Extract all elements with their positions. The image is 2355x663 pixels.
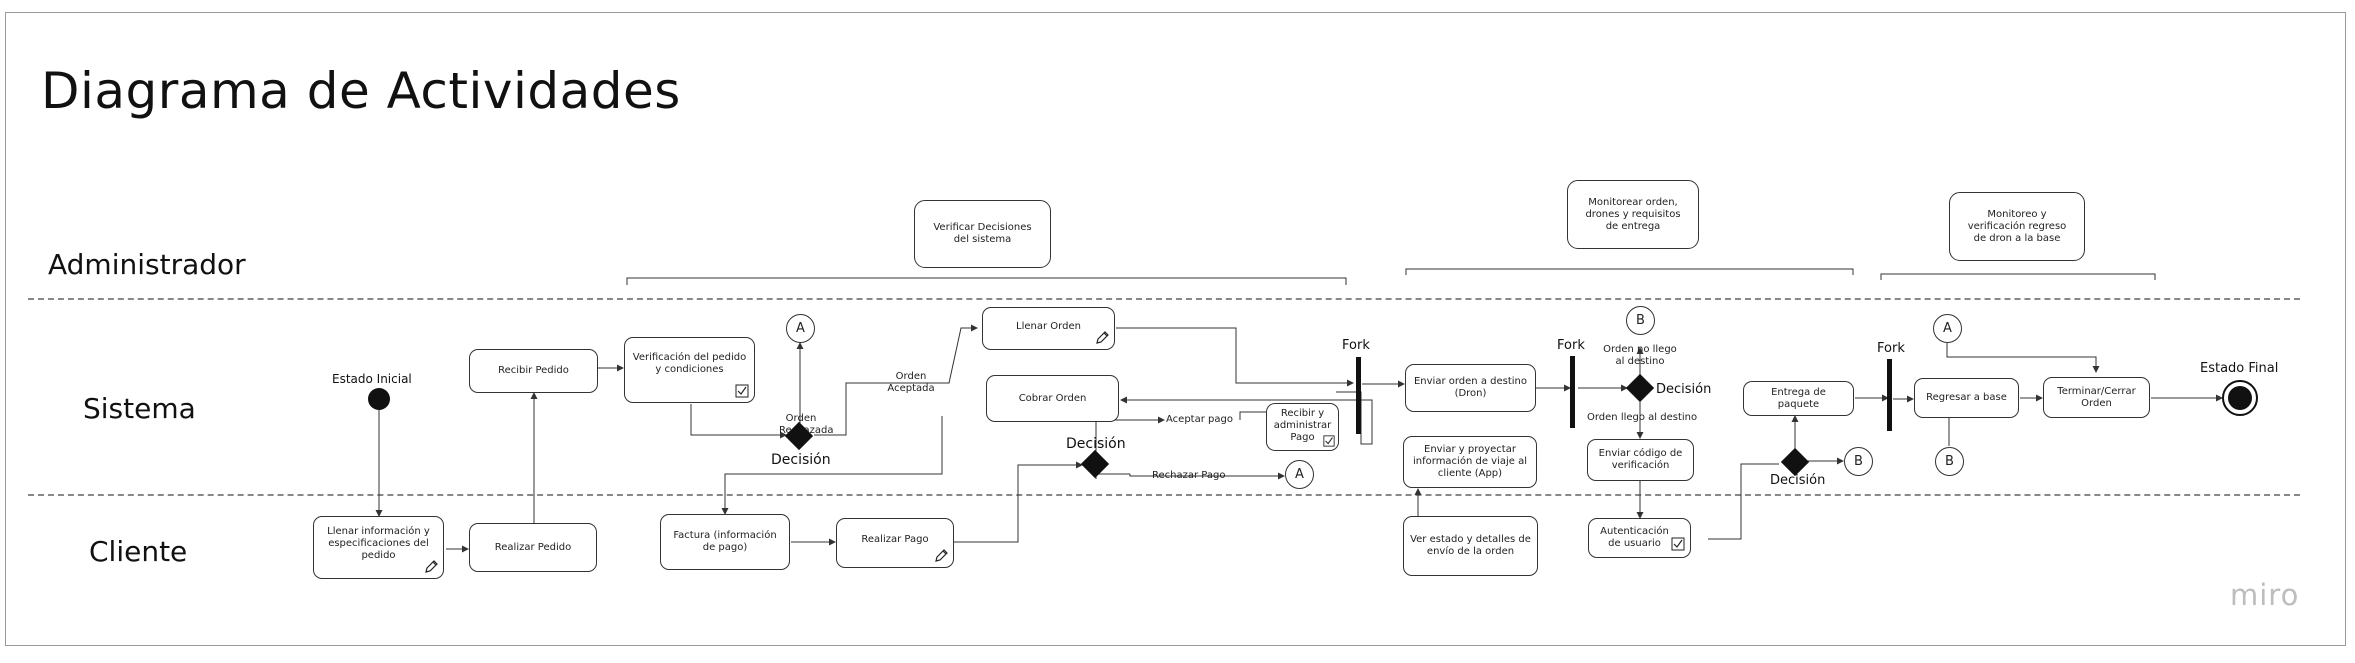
fork3-bar	[1887, 359, 1892, 431]
activity-fill-info[interactable]: Llenar información y especificaciones de…	[313, 516, 444, 579]
fork2-label: Fork	[1557, 338, 1585, 353]
decision-deliver-label: Decisión	[1770, 473, 1826, 488]
activity-send-travel-info[interactable]: Enviar y proyectar información de viaje …	[1403, 436, 1537, 488]
lane-label-client: Cliente	[89, 535, 188, 568]
activity-verify-order[interactable]: Verificación del pedido y condiciones	[624, 337, 755, 403]
miro-logo: miro	[2230, 578, 2300, 612]
checkbox-icon	[1671, 537, 1685, 551]
activity-invoice[interactable]: Factura (información de pago)	[660, 514, 790, 570]
label-accept-payment: Aceptar pago	[1166, 414, 1233, 425]
lane-divider-system-client	[28, 494, 2300, 496]
lane-label-admin: Administrador	[48, 248, 246, 281]
brace-monitor	[1405, 268, 1854, 275]
connector-a-top: A	[786, 314, 815, 343]
fork1-bar	[1356, 357, 1361, 434]
activity-make-payment[interactable]: Realizar Pago	[836, 518, 954, 568]
connector-a-payment: A	[1285, 460, 1314, 489]
fork2-bar	[1570, 356, 1575, 428]
lane-label-system: Sistema	[83, 392, 196, 425]
activity-label: Llenar información y especificaciones de…	[327, 525, 430, 561]
connector-a-return: A	[1933, 314, 1962, 343]
activity-deliver-package[interactable]: Entrega de paquete	[1743, 381, 1854, 416]
note-verify-decisions: Verificar Decisiones del sistema	[914, 200, 1051, 268]
decision-order-label: Decisión	[771, 452, 831, 468]
checkbox-icon	[735, 384, 749, 398]
activity-label: Autenticación de usuario	[1600, 526, 1669, 549]
label-not-arrived: Orden no llego al destino	[1603, 344, 1677, 367]
activity-user-auth[interactable]: Autenticación de usuario	[1588, 518, 1691, 558]
start-label: Estado Inicial	[332, 372, 412, 386]
lane-divider-admin-system	[28, 298, 2300, 300]
label-reject-payment: Rechazar Pago	[1152, 470, 1226, 481]
note-return-monitoring: Monitoreo y verificación regreso de dron…	[1949, 192, 2085, 261]
activity-send-code[interactable]: Enviar código de verificación	[1587, 439, 1694, 481]
end-label: Estado Final	[2200, 361, 2279, 376]
activity-label: Llenar Orden	[1016, 320, 1081, 332]
pencil-icon	[425, 560, 438, 573]
page-frame	[5, 12, 2346, 646]
label-accepted: Orden Aceptada	[887, 371, 935, 394]
activity-label: Verificación del pedido y condiciones	[632, 352, 747, 375]
pencil-icon	[1096, 331, 1109, 344]
brace-verify	[626, 277, 1347, 285]
fork3-label: Fork	[1877, 341, 1905, 356]
start-node	[368, 388, 390, 410]
label-arrived: Orden llego al destino	[1587, 412, 1698, 423]
connector-b-top: B	[1626, 306, 1655, 335]
activity-return-base[interactable]: Regresar a base	[1914, 378, 2019, 418]
pencil-icon	[935, 549, 948, 562]
activity-place-order[interactable]: Realizar Pedido	[469, 523, 597, 572]
connector-b-return: B	[1935, 447, 1964, 476]
note-monitor-order: Monitorear orden, drones y requisitos de…	[1567, 180, 1699, 249]
activity-label: Recibir y administrar Pago	[1273, 408, 1332, 443]
activity-fill-order[interactable]: Llenar Orden	[982, 307, 1115, 350]
activity-view-status[interactable]: Ver estado y detalles de envío de la ord…	[1403, 516, 1538, 576]
checkbox-icon	[1323, 435, 1335, 447]
decision-payment-label: Decisión	[1066, 436, 1126, 452]
diagram-title: Diagrama de Actividades	[41, 62, 681, 120]
activity-send-order[interactable]: Enviar orden a destino (Dron)	[1405, 364, 1536, 412]
activity-label: Realizar Pago	[861, 534, 929, 545]
decision-delivery-label: Decisión	[1656, 382, 1712, 397]
end-node	[2222, 380, 2258, 416]
activity-charge-order[interactable]: Cobrar Orden	[986, 375, 1119, 422]
connector-b-deliver: B	[1844, 447, 1873, 476]
activity-receive-order[interactable]: Recibir Pedido	[469, 349, 598, 393]
brace-return	[1880, 273, 2156, 280]
activity-close-order[interactable]: Terminar/Cerrar Orden	[2043, 377, 2150, 418]
activity-receive-payment[interactable]: Recibir y administrar Pago	[1266, 403, 1339, 451]
fork1-label: Fork	[1342, 338, 1370, 353]
